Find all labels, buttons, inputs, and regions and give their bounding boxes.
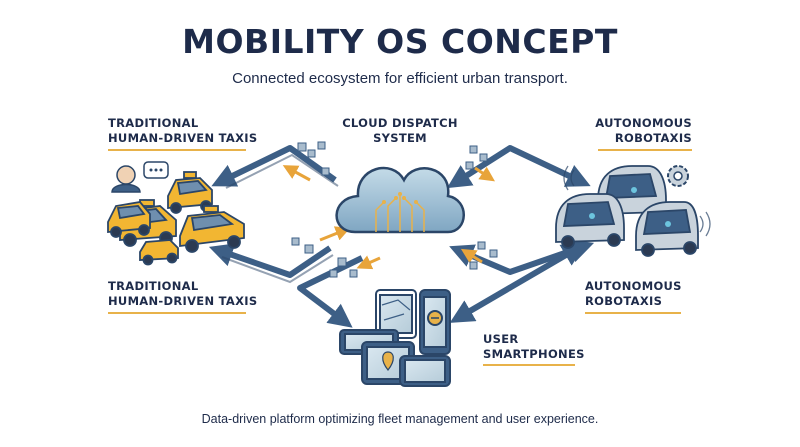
label-taxis-top: TRADITIONAL HUMAN-DRIVEN TAXIS — [108, 116, 257, 146]
robotaxi-car-icon — [635, 201, 699, 257]
arrow-taxis-to-cloud-bottom — [208, 243, 332, 278]
label-smartphones: USER SMARTPHONES — [483, 332, 585, 362]
label-taxis-top-line2: HUMAN-DRIVEN TAXIS — [108, 131, 258, 145]
sensor-wave-icon — [563, 165, 711, 237]
footer-caption: Data-driven platform optimizing fleet ma… — [201, 412, 599, 426]
data-flow-arrows — [282, 165, 495, 270]
label-smartphones-line1: USER — [483, 332, 519, 346]
page-subtitle: Connected ecosystem for efficient urban … — [232, 70, 568, 87]
arrow-cloud-to-robotaxis-top — [446, 145, 591, 189]
label-taxis-bottom: TRADITIONAL HUMAN-DRIVEN TAXIS — [108, 279, 257, 309]
label-robotaxis-top: AUTONOMOUS ROBOTAXIS — [560, 116, 692, 146]
taxi-cluster-icon — [107, 161, 245, 266]
label-robotaxis-top-line1: AUTONOMOUS — [595, 116, 692, 130]
smartphone-icon — [419, 289, 451, 355]
label-smartphones-underline — [483, 364, 575, 366]
taxi-car-icon — [139, 239, 179, 266]
map-tablet-icon — [375, 289, 417, 339]
cloud-dispatch-icon — [335, 166, 465, 234]
label-taxis-bottom-underline — [108, 312, 246, 314]
smartphone-icon — [399, 355, 451, 387]
driver-avatar-icon — [116, 165, 136, 185]
label-robotaxis-top-line2: ROBOTAXIS — [614, 131, 692, 145]
arrow-cloud-to-taxis-top — [211, 145, 337, 187]
label-cloud-line2: SYSTEM — [373, 131, 427, 145]
label-taxis-bottom-line2: HUMAN-DRIVEN TAXIS — [108, 294, 258, 308]
taxi-car-icon — [167, 171, 213, 214]
robotaxi-cluster-icon — [555, 165, 711, 257]
label-robotaxis-bottom-line2: ROBOTAXIS — [585, 294, 663, 308]
taxi-car-icon — [107, 201, 151, 238]
label-robotaxis-bottom: AUTONOMOUS ROBOTAXIS — [585, 279, 682, 309]
label-smartphones-line2: SMARTPHONES — [483, 347, 585, 361]
label-taxis-top-line1: TRADITIONAL — [108, 116, 199, 130]
label-robotaxis-top-underline — [598, 149, 692, 151]
label-taxis-top-underline — [108, 149, 246, 151]
gear-icon — [667, 165, 689, 187]
robotaxi-car-icon — [555, 193, 625, 249]
page-title: MOBILITY OS CONCEPT — [182, 22, 618, 61]
label-cloud-line1: CLOUD DISPATCH — [342, 116, 458, 130]
label-robotaxis-bottom-line1: AUTONOMOUS — [585, 279, 682, 293]
data-cubes — [291, 141, 498, 278]
label-cloud: CLOUD DISPATCH SYSTEM — [330, 116, 470, 146]
arrow-robotaxis-to-phones — [449, 243, 587, 323]
flow-arrows — [208, 145, 595, 328]
label-taxis-bottom-line1: TRADITIONAL — [108, 279, 199, 293]
smartphones-cluster-icon — [339, 289, 451, 387]
arrow-cloud-to-phones-left — [297, 255, 364, 328]
taxi-car-icon — [179, 205, 245, 253]
location-pin-icon — [382, 351, 394, 371]
label-robotaxis-bottom-underline — [585, 312, 681, 314]
